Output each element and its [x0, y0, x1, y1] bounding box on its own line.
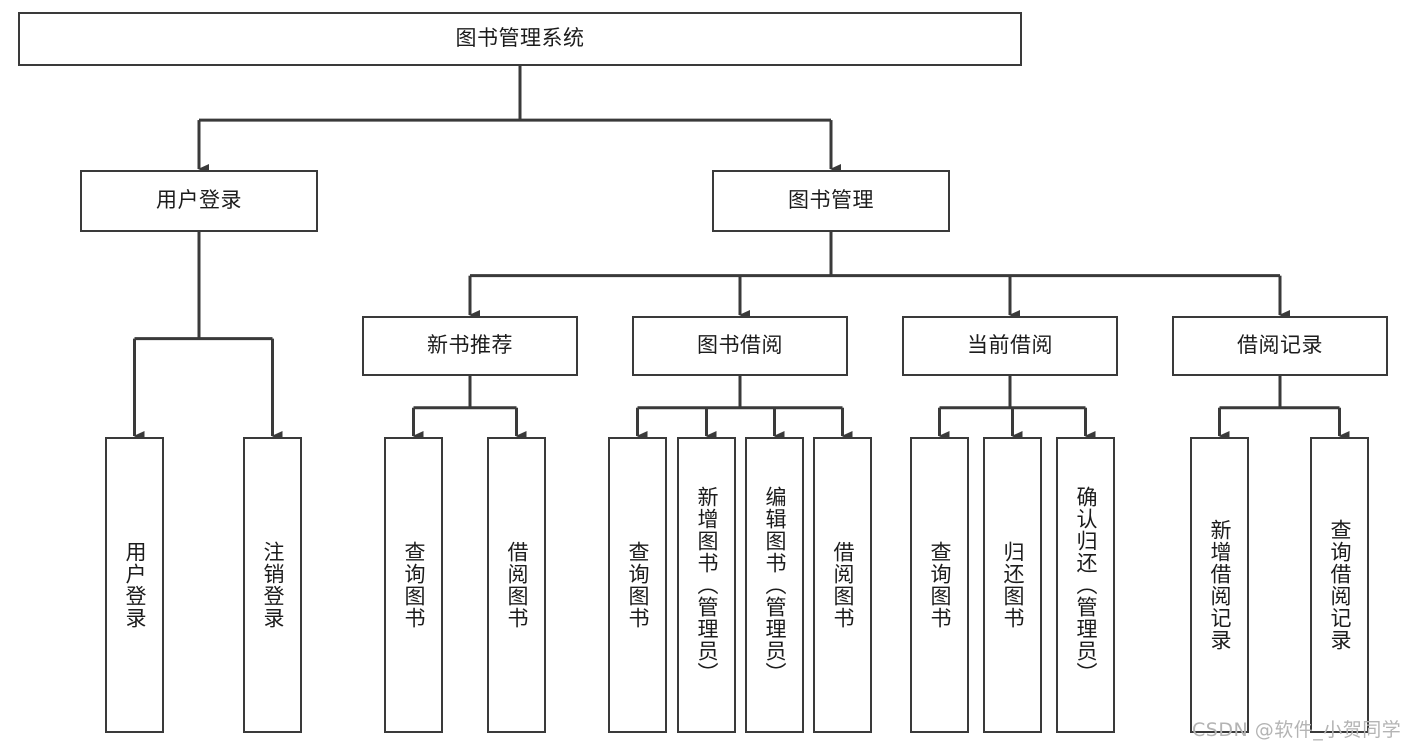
node-records[interactable]: 借阅记录 [1172, 316, 1388, 376]
node-leaf6[interactable]: 新增图书（管理员） [677, 437, 736, 733]
node-leaf1[interactable]: 用户登录 [105, 437, 164, 733]
node-label: 图书借阅 [697, 333, 783, 358]
node-leaf5[interactable]: 查询图书 [608, 437, 667, 733]
node-label: 查询图书 [401, 541, 426, 629]
node-leaf9[interactable]: 查询图书 [910, 437, 969, 733]
node-label: 确认归还（管理员） [1073, 486, 1098, 684]
node-label: 当前借阅 [967, 333, 1053, 358]
node-label: 借阅图书 [504, 541, 529, 629]
node-bookmgmt[interactable]: 图书管理 [712, 170, 950, 232]
node-label: 查询借阅记录 [1327, 519, 1352, 651]
node-label: 新增图书（管理员） [694, 486, 719, 684]
watermark-text: CSDN @软件_小贺同学 [1192, 719, 1402, 741]
node-label: 查询图书 [927, 541, 952, 629]
node-label: 编辑图书（管理员） [762, 486, 787, 684]
node-leaf10[interactable]: 归还图书 [983, 437, 1042, 733]
node-label: 用户登录 [122, 541, 147, 629]
node-label: 用户登录 [156, 188, 242, 213]
node-leaf2[interactable]: 注销登录 [243, 437, 302, 733]
node-label: 图书管理系统 [455, 26, 585, 51]
node-leaf12[interactable]: 新增借阅记录 [1190, 437, 1249, 733]
node-leaf3[interactable]: 查询图书 [384, 437, 443, 733]
node-newbook[interactable]: 新书推荐 [362, 316, 578, 376]
node-label: 新增借阅记录 [1207, 519, 1232, 651]
node-borrow[interactable]: 图书借阅 [632, 316, 848, 376]
node-label: 借阅图书 [830, 541, 855, 629]
node-leaf13[interactable]: 查询借阅记录 [1310, 437, 1369, 733]
node-login[interactable]: 用户登录 [80, 170, 318, 232]
node-leaf4[interactable]: 借阅图书 [487, 437, 546, 733]
node-label: 新书推荐 [427, 333, 513, 358]
node-label: 图书管理 [788, 188, 874, 213]
node-leaf11[interactable]: 确认归还（管理员） [1056, 437, 1115, 733]
node-leaf7[interactable]: 编辑图书（管理员） [745, 437, 804, 733]
node-current[interactable]: 当前借阅 [902, 316, 1118, 376]
node-leaf8[interactable]: 借阅图书 [813, 437, 872, 733]
node-root[interactable]: 图书管理系统 [18, 12, 1022, 66]
node-label: 查询图书 [625, 541, 650, 629]
node-label: 归还图书 [1000, 541, 1025, 629]
node-label: 注销登录 [260, 541, 285, 629]
node-label: 借阅记录 [1237, 333, 1323, 358]
